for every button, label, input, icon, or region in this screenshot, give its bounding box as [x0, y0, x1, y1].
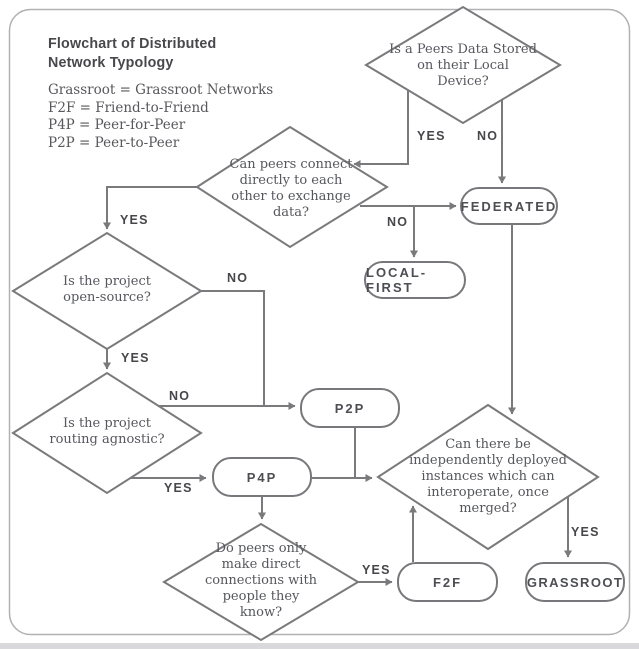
decision-independent-instances-label: Can there be independently deployed inst…	[409, 437, 567, 516]
decision-can-connect-label: Can peers connect directly to each other…	[229, 157, 353, 220]
legend-item-f2f: F2F = Friend-to-Friend	[48, 99, 209, 116]
edge-label-yes-peersdata: YES	[417, 129, 446, 143]
edge-opensource-no	[201, 290, 265, 405]
terminal-federated: FEDERATED	[460, 187, 558, 225]
decision-open-source-label: Is the project open-source?	[63, 274, 151, 305]
terminal-p2p: P2P	[300, 388, 400, 428]
legend-item-p4p: P4P = Peer-for-Peer	[48, 117, 186, 133]
edge-canconnect-yes	[103, 186, 197, 230]
legend: Grassroot = Grassroot Networks F2F = Fri…	[48, 82, 273, 152]
edge-label-no-opensource: NO	[227, 271, 249, 285]
terminal-p4p: P4P	[212, 457, 312, 497]
decision-peers-data-shape	[364, 5, 562, 125]
edge-label-no-peersdata: NO	[477, 129, 499, 143]
decision-direct-connections-shape	[162, 522, 360, 642]
edge-label-yes-canconnect: YES	[120, 213, 149, 227]
decision-peers-data-label: Is a Peers Data Stored on their Local De…	[389, 42, 537, 89]
decision-routing-agnostic-shape	[11, 371, 203, 495]
bottom-strip	[0, 643, 639, 649]
page-title: Flowchart of Distributed Network Typolog…	[48, 35, 217, 71]
decision-independent-instances-shape	[376, 403, 600, 551]
edge-label-no-routing: NO	[169, 389, 191, 403]
edge-peersdata-yes	[353, 90, 409, 168]
decision-open-source-shape	[11, 231, 203, 351]
terminal-local-first: LOCAL-FIRST	[364, 261, 466, 299]
legend-item-p2p: P2P = Peer-to-Peer	[48, 134, 180, 151]
decision-can-connect-shape	[195, 125, 389, 249]
terminal-f2f: F2F	[397, 562, 498, 602]
edge-label-yes-routing: YES	[164, 481, 193, 495]
card-border	[8, 8, 631, 636]
legend-item-grassroot: Grassroot = Grassroot Networks	[48, 82, 274, 98]
edge-label-yes-instances: YES	[571, 525, 600, 539]
edge-label-yes-opensource: YES	[121, 351, 150, 365]
terminal-grassroot: GRASSROOT	[525, 562, 625, 602]
decision-routing-agnostic-label: Is the project routing agnostic?	[49, 416, 165, 447]
decision-direct-connections-label: Do peers only make direct connections wi…	[204, 541, 318, 620]
edge-label-yes-directconn: YES	[362, 563, 391, 577]
edge-label-no-canconnect: NO	[387, 215, 409, 229]
